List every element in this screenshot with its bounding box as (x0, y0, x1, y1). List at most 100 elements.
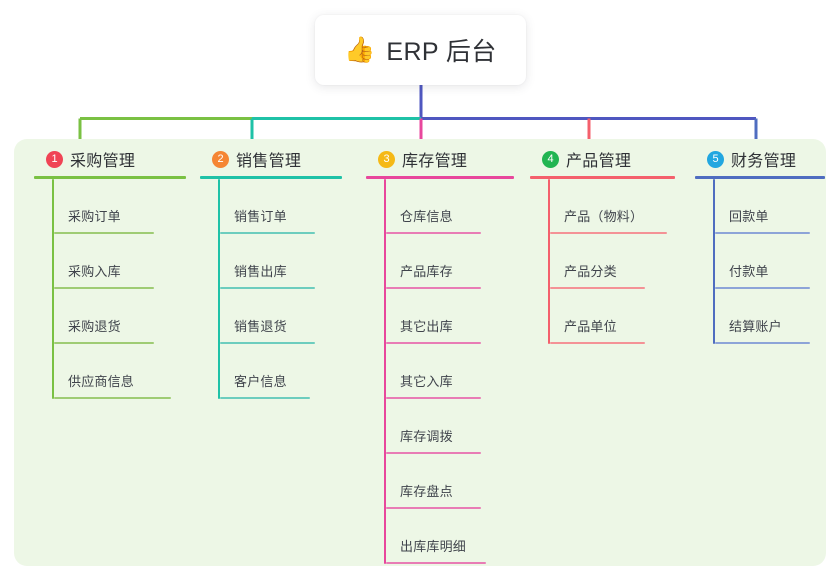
module-header-5[interactable]: 5 财务管理 (695, 148, 825, 170)
module-underline (695, 176, 825, 179)
module-item[interactable]: 销售订单 (220, 179, 342, 234)
module-item-underline (715, 232, 810, 234)
module-item-label: 产品单位 (564, 319, 617, 334)
module-item[interactable]: 库存调拨 (386, 399, 514, 454)
module-number-badge: 5 (707, 150, 724, 168)
module-item[interactable]: 采购订单 (54, 179, 186, 234)
module-items: 仓库信息产品库存其它出库其它入库库存调拨库存盘点出库库明细 (366, 179, 514, 564)
module-item-label: 结算账户 (729, 319, 782, 334)
module-item-label: 出库库明细 (400, 539, 467, 554)
module-column-5: 5 财务管理回款单付款单结算账户 (695, 148, 825, 344)
module-item-label: 客户信息 (234, 374, 287, 389)
module-items: 采购订单采购入库采购退货供应商信息 (34, 179, 186, 399)
module-item-label: 付款单 (729, 264, 769, 279)
module-stem (52, 179, 54, 399)
module-items: 销售订单销售出库销售退货客户信息 (200, 179, 342, 399)
module-item[interactable]: 付款单 (715, 234, 825, 289)
module-title: 产品管理 (566, 153, 632, 170)
module-item-underline (386, 397, 481, 399)
module-header-2[interactable]: 2 销售管理 (200, 148, 342, 170)
module-item[interactable]: 其它入库 (386, 344, 514, 399)
module-number-badge: 4 (542, 150, 559, 168)
module-item-label: 其它入库 (400, 374, 453, 389)
module-item-underline (386, 342, 481, 344)
module-underline (530, 176, 675, 179)
module-number-badge: 1 (46, 150, 63, 168)
module-item-label: 回款单 (729, 209, 769, 224)
module-item-label: 产品库存 (400, 264, 453, 279)
module-number-badge: 3 (378, 150, 395, 168)
module-stem (384, 179, 386, 564)
module-item[interactable]: 供应商信息 (54, 344, 186, 399)
module-item-underline (550, 342, 645, 344)
module-title: 财务管理 (731, 153, 797, 170)
module-item-underline (386, 507, 481, 509)
module-underline (34, 176, 186, 179)
module-item-underline (386, 287, 481, 289)
module-item-underline (220, 397, 310, 399)
module-item[interactable]: 仓库信息 (386, 179, 514, 234)
module-item-underline (550, 232, 667, 234)
module-item[interactable]: 出库库明细 (386, 509, 514, 564)
root-title: ERP 后台 (386, 38, 497, 66)
module-item-underline (715, 287, 810, 289)
module-item-label: 供应商信息 (68, 374, 135, 389)
module-header-3[interactable]: 3 库存管理 (366, 148, 514, 170)
module-item-label: 销售订单 (234, 209, 287, 224)
module-underline (200, 176, 342, 179)
root-node[interactable]: 👍 ERP 后台 (315, 15, 526, 85)
module-item-underline (715, 342, 810, 344)
module-item-label: 仓库信息 (400, 209, 453, 224)
module-header-4[interactable]: 4 产品管理 (530, 148, 675, 170)
module-item[interactable]: 结算账户 (715, 289, 825, 344)
module-item-label: 采购退货 (68, 319, 121, 334)
module-item-underline (386, 452, 481, 454)
modules-panel (14, 139, 826, 566)
module-item-underline (54, 397, 171, 399)
module-item-underline (550, 287, 645, 289)
module-item-underline (386, 232, 481, 234)
module-item-label: 采购入库 (68, 264, 121, 279)
module-item-label: 销售退货 (234, 319, 287, 334)
module-item-underline (220, 287, 315, 289)
module-item-label: 产品分类 (564, 264, 617, 279)
module-items: 回款单付款单结算账户 (695, 179, 825, 344)
module-item[interactable]: 销售出库 (220, 234, 342, 289)
module-item[interactable]: 采购入库 (54, 234, 186, 289)
module-item-underline (220, 232, 315, 234)
module-column-4: 4 产品管理产品（物料） 产品分类产品单位 (530, 148, 675, 344)
module-column-3: 3 库存管理仓库信息产品库存其它出库其它入库库存调拨库存盘点出库库明细 (366, 148, 514, 564)
module-item[interactable]: 其它出库 (386, 289, 514, 344)
module-item-label: 其它出库 (400, 319, 453, 334)
module-column-1: 1 采购管理采购订单采购入库采购退货供应商信息 (34, 148, 186, 399)
module-title: 销售管理 (236, 153, 302, 170)
module-item[interactable]: 产品（物料） (550, 179, 675, 234)
module-item-underline (220, 342, 315, 344)
module-item-underline (54, 232, 154, 234)
thumbs-up-icon: 👍 (344, 34, 376, 64)
module-title: 采购管理 (70, 153, 136, 170)
module-item[interactable]: 产品库存 (386, 234, 514, 289)
module-stem (713, 179, 715, 344)
module-item[interactable]: 回款单 (715, 179, 825, 234)
module-number-badge: 2 (212, 150, 229, 168)
module-item-label: 采购订单 (68, 209, 121, 224)
module-item-label: 库存盘点 (400, 484, 453, 499)
module-item-underline (386, 562, 486, 564)
module-stem (218, 179, 220, 399)
module-underline (366, 176, 514, 179)
module-item[interactable]: 产品分类 (550, 234, 675, 289)
module-item-underline (54, 342, 154, 344)
module-item[interactable]: 采购退货 (54, 289, 186, 344)
module-item[interactable]: 库存盘点 (386, 454, 514, 509)
module-column-2: 2 销售管理销售订单销售出库销售退货客户信息 (200, 148, 342, 399)
module-header-1[interactable]: 1 采购管理 (34, 148, 186, 170)
module-stem (548, 179, 550, 344)
module-item[interactable]: 客户信息 (220, 344, 342, 399)
module-item[interactable]: 产品单位 (550, 289, 675, 344)
module-item-underline (54, 287, 154, 289)
module-title: 库存管理 (402, 153, 468, 170)
module-item[interactable]: 销售退货 (220, 289, 342, 344)
module-item-label: 产品（物料） (564, 209, 644, 224)
